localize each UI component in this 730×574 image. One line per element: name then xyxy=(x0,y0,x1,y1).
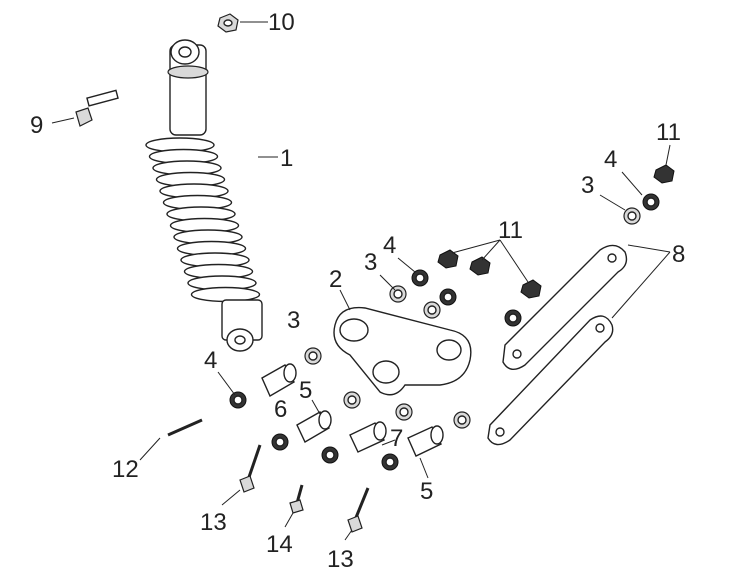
ring-hole xyxy=(308,351,318,361)
washers-and-bushings xyxy=(229,193,660,471)
label-7: 7 xyxy=(390,425,403,452)
label-5-lower: 5 xyxy=(420,478,433,505)
leader-lines xyxy=(51,21,671,541)
ring-hole xyxy=(325,450,335,460)
label-11-right: 11 xyxy=(656,119,681,146)
ring-hole xyxy=(233,395,243,405)
ring-hole xyxy=(508,313,518,323)
ring-hole xyxy=(415,273,425,283)
bolt-9 xyxy=(75,89,119,127)
ring-hole xyxy=(427,305,437,315)
ring-hole xyxy=(399,407,409,417)
label-2: 2 xyxy=(329,266,342,293)
ring-hole xyxy=(393,289,403,299)
label-8: 8 xyxy=(672,241,685,268)
ring-hole xyxy=(457,415,467,425)
ring-hole xyxy=(443,292,453,302)
ring-hole xyxy=(385,457,395,467)
label-5-upper: 5 xyxy=(299,377,312,404)
ring-hole xyxy=(275,437,285,447)
ring-hole xyxy=(627,211,637,221)
label-4-center: 4 xyxy=(383,232,396,259)
label-13-right: 13 xyxy=(327,546,354,573)
label-12: 12 xyxy=(112,456,139,483)
bolts-12-13-14 xyxy=(167,418,370,533)
linkage-2 xyxy=(333,306,472,396)
label-4-right: 4 xyxy=(604,146,617,173)
part-labels: 10 9 1 11 4 3 11 4 3 8 2 3 4 5 6 7 12 5 … xyxy=(30,9,685,573)
label-1: 1 xyxy=(280,145,293,172)
label-6: 6 xyxy=(274,396,287,423)
ring-hole xyxy=(347,395,357,405)
nut-10 xyxy=(217,13,239,33)
link-plates-8 xyxy=(487,244,628,446)
label-3-left: 3 xyxy=(287,307,300,334)
nuts-11 xyxy=(437,164,675,299)
label-4-left: 4 xyxy=(204,347,217,374)
sleeves xyxy=(261,363,444,457)
label-3-right: 3 xyxy=(581,172,594,199)
label-11-center: 11 xyxy=(498,217,523,244)
ring-hole xyxy=(646,197,656,207)
label-14: 14 xyxy=(266,531,293,558)
shock-absorber xyxy=(145,39,263,352)
label-10: 10 xyxy=(268,9,295,36)
label-13-left: 13 xyxy=(200,509,227,536)
label-3-center: 3 xyxy=(364,249,377,276)
label-9: 9 xyxy=(30,112,43,139)
